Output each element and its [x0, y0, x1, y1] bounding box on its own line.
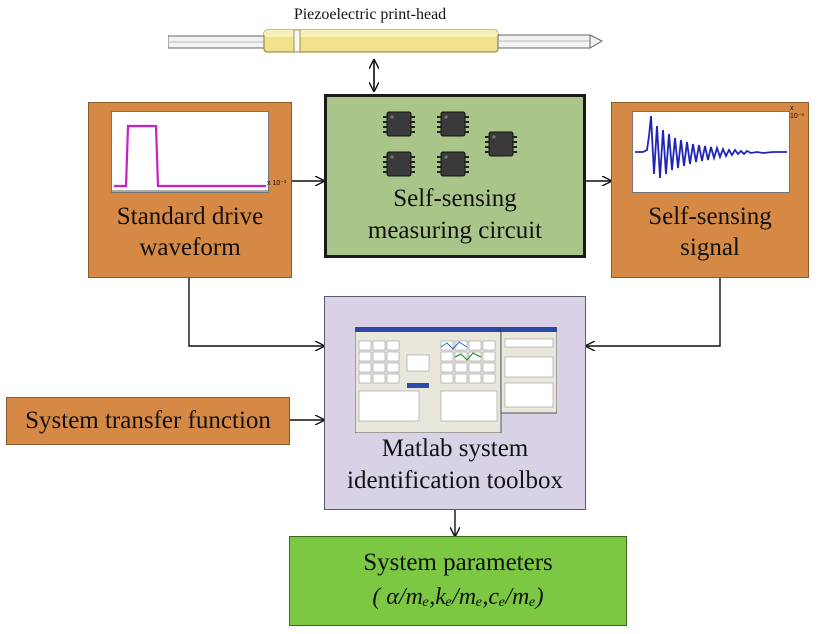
signal-box: x 10⁻³ Self-sensing signal: [611, 102, 809, 278]
circuit-box: Self-sensing measuring circuit: [324, 94, 586, 258]
signal-plot: [632, 111, 790, 193]
toolbox-title-line2: identification toolbox: [347, 467, 563, 494]
drive-title-line2: waveform: [139, 234, 241, 261]
circuit-title-line2: measuring circuit: [367, 217, 543, 244]
toolbox-box: Matlab system identification toolbox: [324, 296, 586, 510]
drive-waveform-chart: [112, 124, 268, 192]
chip-icon: [484, 131, 518, 157]
signal-title-line2: signal: [680, 234, 740, 261]
chip-icon: [382, 111, 416, 137]
drive-waveform-box: x 10⁻³ Standard drive waveform: [88, 102, 292, 278]
drive-title-line1: Standard drive: [116, 203, 264, 230]
circuit-title-line1: Self-sensing: [393, 185, 517, 212]
system-parameters-title: System parameters: [363, 549, 553, 576]
toolbox-title-line1: Matlab system: [381, 435, 529, 462]
signal-title-line1: Self-sensing: [648, 203, 772, 230]
signal-axis-multiplier: x 10⁻³: [790, 105, 804, 120]
system-parameters-box: System parameters ( α/mₑ,kₑ/mₑ,cₑ/mₑ): [289, 536, 627, 626]
signal-chart: [635, 115, 787, 179]
transfer-function-box: System transfer function: [6, 397, 290, 445]
transfer-function-label: System transfer function: [25, 407, 271, 434]
system-parameters-formula: ( α/mₑ,kₑ/mₑ,cₑ/mₑ): [372, 584, 544, 610]
printhead-label: Piezoelectric print-head: [293, 6, 447, 23]
chip-icon: [436, 151, 470, 177]
drive-axis-multiplier: x 10⁻³: [267, 180, 287, 187]
drive-waveform-plot: [111, 111, 269, 193]
chip-icon: [436, 111, 470, 137]
toolbox-screenshot-icon: [355, 327, 557, 433]
printhead-icon: [168, 29, 604, 53]
chip-group: [382, 111, 518, 177]
chip-icon: [382, 151, 416, 177]
